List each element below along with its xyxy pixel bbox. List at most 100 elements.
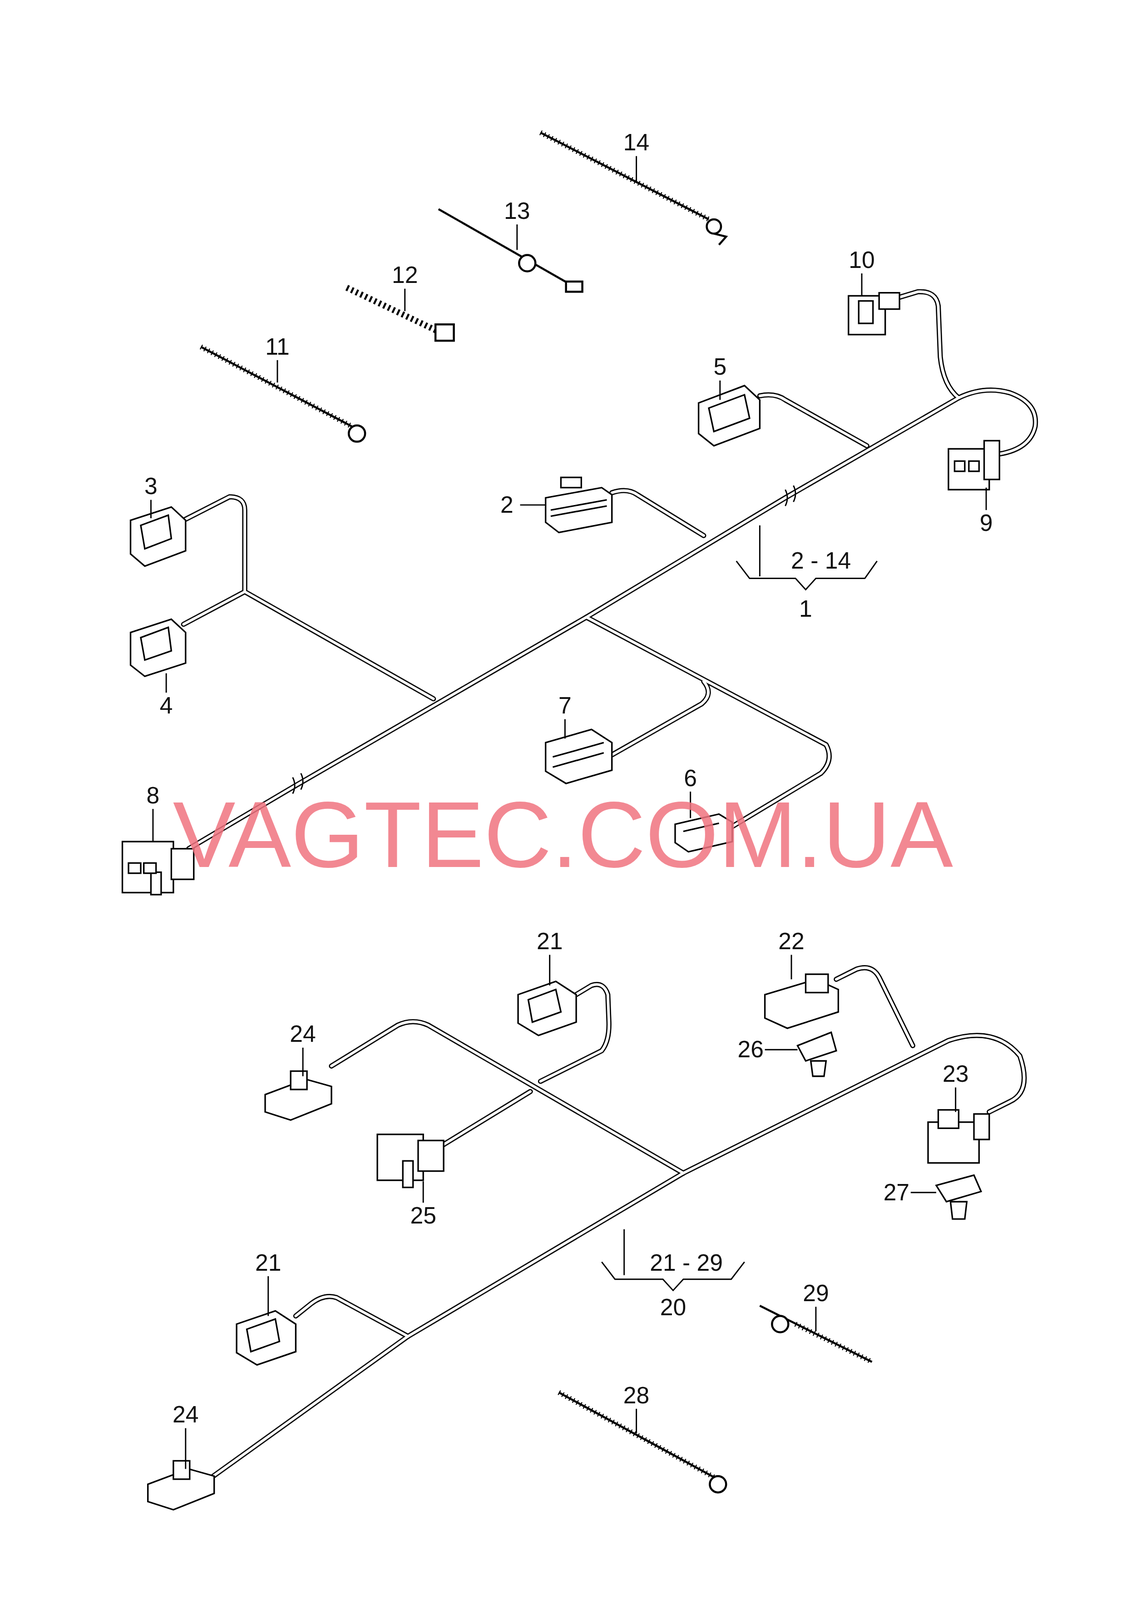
callout-number: 14 [621,129,652,156]
leader-lines [910,1191,937,1193]
connector [236,1310,296,1365]
callout-number: 13 [502,198,533,224]
connectors [528,989,562,1023]
leader-lines [790,954,793,979]
cable-ties [795,1323,872,1362]
leader-lines [954,1086,957,1112]
callout-number: 22 [776,928,807,954]
leader-lines [564,719,566,739]
callout-number: 3 [142,473,160,499]
connectors [708,394,750,432]
cable-ties [771,1315,789,1333]
callout-number: 24 [170,1401,201,1428]
connectors [968,460,979,471]
cable-ties [348,425,366,442]
connectors [150,871,161,894]
callout-number: 23 [940,1061,971,1087]
cable-tie [759,1305,872,1362]
connector [122,841,174,893]
cable-ties [518,255,536,272]
wire-outline [183,0,1066,1479]
connectors [938,1109,959,1128]
connector [377,1134,424,1181]
connectors [290,1070,307,1089]
leader-lines [422,1180,425,1203]
leader-lines [150,156,987,1469]
connectors [810,1060,827,1077]
callout-number: 21 [534,928,565,954]
leader-lines [404,288,406,312]
connectors [560,477,582,488]
callout-number: 29 [800,1280,831,1306]
connectors [140,627,172,660]
callout-number: 7 [556,692,574,719]
leader-lines [165,672,168,693]
connector [698,385,761,446]
leader-lines [635,156,638,182]
watermark: VAGTEC.COM.UA [172,787,954,882]
connectors [858,301,873,324]
fastener [797,1032,837,1061]
leader-lines [623,1229,625,1275]
leader-lines [516,224,518,250]
leader-lines [635,1408,638,1433]
cable-ties [435,324,454,341]
leader-lines [302,1047,304,1077]
callout-number: 4 [157,692,175,719]
connectors [550,499,608,517]
range-label: 2 - 14 [789,548,854,574]
callout-number: 24 [287,1021,318,1048]
callout-number: 11 [263,334,292,360]
connectors [954,460,965,471]
leader-lines [276,360,278,383]
connectors [984,440,1000,480]
connector [130,618,186,677]
callout-number: 10 [846,247,877,273]
cable-ties [706,219,722,234]
connectors [402,1160,413,1187]
leader-lines [759,525,761,577]
connectors [418,1140,444,1171]
leader-lines [861,273,863,296]
callout-number: 2 [498,492,516,518]
leader-lines [814,1306,817,1331]
callout-number: 28 [621,1382,652,1408]
leader-lines [267,1275,269,1316]
connectors [950,1201,967,1219]
cable-ties [713,233,727,245]
leader-lines [152,808,154,842]
connector [130,506,186,566]
connector [545,729,613,784]
tape-marks [292,485,796,794]
tape-marks [785,485,796,506]
callout-number: 27 [881,1179,912,1206]
leader-lines [184,1427,187,1469]
leader-lines [719,380,721,401]
connectors [246,1318,280,1352]
leader-lines [765,1048,798,1051]
fastener [936,1175,982,1202]
leader-lines [985,487,988,510]
connector [948,448,990,490]
connectors [552,742,604,767]
callout-number: 12 [389,262,420,288]
connectors [879,292,900,310]
cable-tie [346,287,439,332]
cable-ties [709,1475,727,1492]
wire-fill [183,0,1066,1479]
connector [545,487,613,533]
callout-number: 9 [977,510,995,536]
callout-number: 26 [735,1036,766,1062]
connectors [173,1460,190,1479]
connectors [128,862,141,873]
connectors [143,862,157,873]
leader-lines [150,499,152,519]
connector [518,981,577,1036]
callout-number: 20 [657,1294,688,1321]
callout-number: 8 [144,782,162,809]
connectors [805,973,828,993]
callout-number: 1 [797,596,815,622]
cable-ties [566,281,583,292]
leader-lines [520,503,546,506]
